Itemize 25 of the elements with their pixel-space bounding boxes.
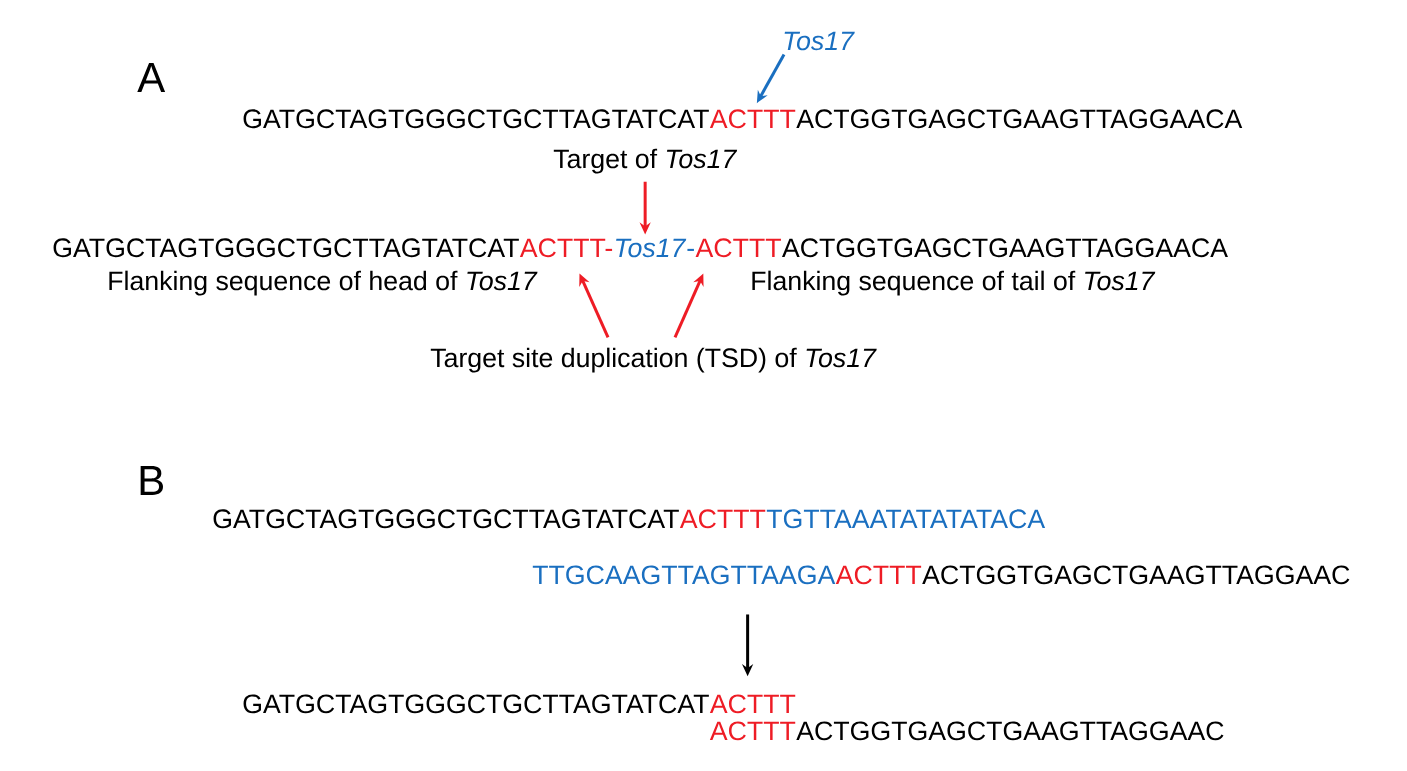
sequence-text: GATGCTAGTGGGCTGCTTAGTATCAT bbox=[53, 238, 519, 258]
sequence-text: Tos17- bbox=[616, 238, 694, 258]
annotation-text: Flanking sequence of tail of Tos17 bbox=[752, 270, 1156, 296]
annotation-text: Target site duplication (TSD) of Tos17 bbox=[430, 347, 877, 373]
sequence-text: ACTGGTGAGCTGAAGTTAGGAACA bbox=[796, 109, 1243, 129]
label-text: Tos17 bbox=[784, 31, 855, 51]
sequence-text: TTGCAAGTTAGTTAAGA bbox=[532, 565, 836, 585]
sequence-text: ACTGGTGAGCTGAAGTTAGGAAC bbox=[922, 565, 1350, 585]
sequence-text: ACTTT- bbox=[519, 238, 613, 258]
panel-label: B bbox=[140, 466, 163, 495]
sequence-text: ACTTT bbox=[695, 238, 781, 258]
annotation-text: Flanking sequence of head of Tos17 bbox=[109, 270, 538, 296]
sequence-text: GATGCTAGTGGGCTGCTTAGTATCAT bbox=[243, 694, 709, 714]
sequence-text: TGTTAAATATATATACA bbox=[766, 509, 1046, 529]
sequence-text: ACTGGTGAGCTGAAGTTAGGAAC bbox=[796, 721, 1224, 741]
sequence-text: ACTGGTGAGCTGAAGTTAGGAACA bbox=[782, 238, 1228, 258]
sequence-text: ACTTT bbox=[679, 509, 766, 529]
sequence-text: GATGCTAGTGGGCTGCTTAGTATCAT bbox=[213, 509, 679, 529]
sequence-text: ACTTT bbox=[709, 694, 796, 714]
annotation-text: Target of Tos17 bbox=[553, 148, 738, 174]
sequence-text: GATGCTAGTGGGCTGCTTAGTATCAT bbox=[243, 109, 709, 129]
sequence-text: ACTTT bbox=[709, 721, 796, 741]
sequence-text: ACTTT bbox=[709, 109, 796, 129]
sequence-text: ACTTT bbox=[835, 565, 922, 585]
panel-label: A bbox=[137, 63, 166, 92]
